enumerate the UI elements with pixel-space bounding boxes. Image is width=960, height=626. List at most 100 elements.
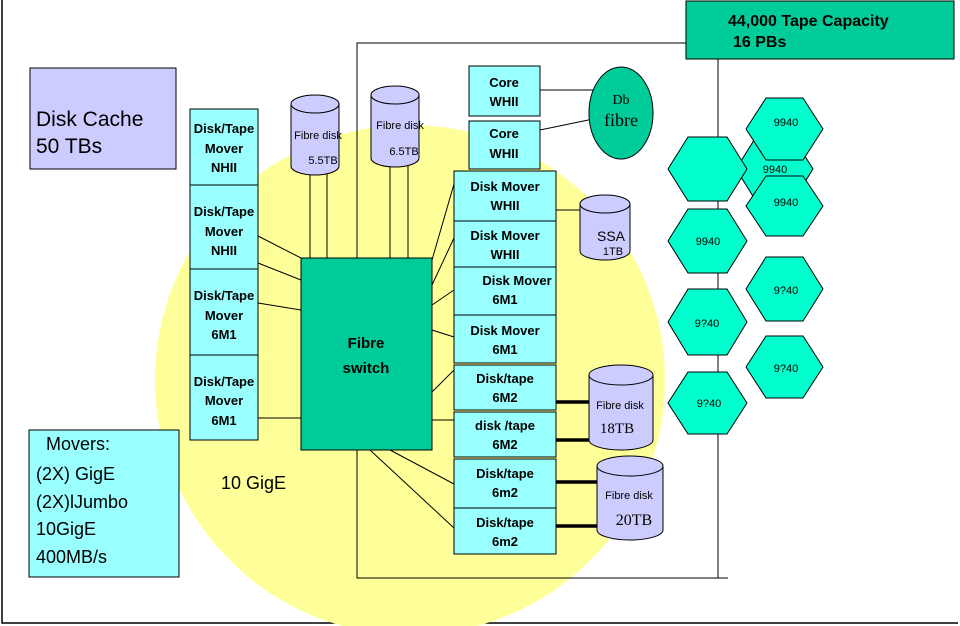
disk-size: 20TB bbox=[616, 512, 652, 529]
database-label1: Db bbox=[612, 93, 629, 108]
tape-library-label: 9?40 bbox=[774, 363, 798, 375]
core-server-1: Core WHII bbox=[468, 65, 541, 117]
tape-library: 9940 bbox=[667, 208, 748, 274]
left-mover-label: Disk/Tape bbox=[194, 121, 254, 136]
disk-cylinder: Fibre disk 20TB bbox=[596, 455, 664, 541]
movers-line: 400MB/s bbox=[36, 547, 107, 567]
right-mover-label: WHII bbox=[491, 247, 520, 262]
right-mover: Disk/tape 6m2 bbox=[453, 507, 557, 555]
tape-capacity-line1: 44,000 Tape Capacity bbox=[728, 13, 889, 30]
disk-size: 18TB bbox=[600, 421, 634, 437]
tape-library-label: 9940 bbox=[763, 164, 787, 176]
right-mover-label: Disk/tape bbox=[476, 515, 534, 530]
fibre-switch-label1: Fibre bbox=[348, 335, 385, 352]
right-mover-label: Disk Mover bbox=[470, 323, 539, 338]
tape-library: 9?40 bbox=[667, 371, 748, 435]
right-mover-label: 6m2 bbox=[492, 485, 518, 500]
tape-library-label: 9940 bbox=[696, 236, 720, 248]
right-mover-label: Disk Mover bbox=[470, 179, 539, 194]
left-mover-4: Disk/Tape Mover 6M1 bbox=[189, 354, 259, 441]
right-mover: Disk/tape 6M2 bbox=[453, 364, 557, 411]
movers-line: (2X)lJumbo bbox=[36, 492, 128, 512]
tape-capacity-box bbox=[685, 0, 955, 60]
right-mover: Disk Mover WHII bbox=[453, 220, 557, 268]
fibre-switch bbox=[300, 257, 433, 451]
left-mover-3: Disk/Tape Mover 6M1 bbox=[189, 268, 259, 356]
tape-library-label: 9940 bbox=[774, 117, 798, 129]
core-label: Core bbox=[489, 75, 519, 90]
tape-library bbox=[667, 136, 748, 202]
left-movers-column: Disk/Tape Mover NHII Disk/Tape Mover NHI… bbox=[189, 108, 259, 441]
tape-library-label: 9?40 bbox=[695, 318, 719, 330]
movers-line: Movers: bbox=[46, 434, 110, 454]
core-label: Core bbox=[489, 126, 519, 141]
disk-name: Fibre disk bbox=[596, 400, 644, 412]
tape-library: 9?40 bbox=[745, 335, 824, 399]
right-mover: disk /tape 6M2 bbox=[453, 411, 557, 458]
core-server-2: Core WHII bbox=[468, 120, 541, 170]
left-mover-label: NHII bbox=[211, 243, 237, 258]
left-mover-1: Disk/Tape Mover NHII bbox=[189, 108, 259, 186]
left-mover-label: Mover bbox=[205, 393, 243, 408]
core-label: WHII bbox=[490, 94, 519, 109]
right-mover-label: 6M1 bbox=[492, 292, 517, 307]
disk-cylinder: Fibre disk 6.5TB bbox=[370, 85, 424, 168]
right-mover-label: disk /tape bbox=[475, 418, 535, 433]
left-mover-label: Mover bbox=[205, 141, 243, 156]
right-mover-label: 6M2 bbox=[492, 437, 517, 452]
right-mover: Disk/tape 6m2 bbox=[453, 458, 557, 509]
tape-libraries: 9940 9940 9940 9940 9?40 9?40 9?40 9?40 bbox=[667, 97, 824, 435]
disk-cache-line2: 50 TBs bbox=[36, 135, 102, 158]
left-mover-label: Disk/Tape bbox=[194, 204, 254, 219]
switch-links bbox=[257, 158, 455, 529]
right-mover-label: Disk Mover bbox=[482, 273, 551, 288]
tape-library-label: 9?40 bbox=[697, 398, 721, 410]
right-mover-label: 6M1 bbox=[492, 342, 517, 357]
tape-library: 9?40 bbox=[745, 256, 824, 322]
tape-library: 9?40 bbox=[667, 288, 748, 356]
right-mover-label: 6M2 bbox=[492, 390, 517, 405]
disk-name: Fibre disk bbox=[376, 120, 424, 132]
right-mover: Disk Mover 6M1 bbox=[453, 314, 557, 364]
disk-name: SSA bbox=[597, 228, 626, 244]
left-mover-label: 6M1 bbox=[211, 413, 236, 428]
tape-library-label: 9940 bbox=[774, 197, 798, 209]
disk-size: 6.5TB bbox=[389, 146, 418, 158]
gige-label: 10 GigE bbox=[221, 473, 286, 493]
movers-line: 10GigE bbox=[36, 519, 96, 539]
left-mover-label: 6M1 bbox=[211, 327, 236, 342]
disk-cylinder: Fibre disk 18TB bbox=[588, 364, 654, 451]
right-mover-label: WHII bbox=[491, 198, 520, 213]
disk-cables bbox=[556, 400, 597, 528]
disk-name: Fibre disk bbox=[294, 130, 342, 142]
disk-cache-line1: Disk Cache bbox=[36, 108, 143, 131]
left-mover-label: Disk/Tape bbox=[194, 288, 254, 303]
tape-capacity-line2: 16 PBs bbox=[733, 34, 786, 51]
right-mover: Disk Mover WHII bbox=[453, 170, 557, 222]
tape-library: 9940 bbox=[745, 97, 824, 161]
right-mover-label: Disk Mover bbox=[470, 228, 539, 243]
movers-line: (2X) GigE bbox=[36, 464, 115, 484]
database-label2: fibre bbox=[604, 110, 638, 130]
core-label: WHII bbox=[490, 146, 519, 161]
disk-size: 1TB bbox=[603, 246, 623, 258]
fibre-switch-label2: switch bbox=[343, 360, 390, 377]
left-mover-label: Disk/Tape bbox=[194, 374, 254, 389]
movers-info-box bbox=[28, 429, 180, 578]
tape-library-label: 9?40 bbox=[774, 285, 798, 297]
disk-name: Fibre disk bbox=[605, 490, 653, 502]
right-mover-label: Disk/tape bbox=[476, 466, 534, 481]
disk-cache-box bbox=[29, 67, 177, 170]
database-node bbox=[588, 66, 654, 160]
right-mover: Disk Mover 6M1 bbox=[453, 266, 557, 316]
left-mover-label: Mover bbox=[205, 224, 243, 239]
movers-info-text: Movers: (2X) GigE (2X)lJumbo 10GigE 400M… bbox=[36, 434, 128, 567]
disk-cylinder: Fibre disk 5.5TB bbox=[290, 94, 342, 176]
right-mover-label: Disk/tape bbox=[476, 371, 534, 386]
tape-library: 9940 bbox=[745, 175, 824, 237]
left-mover-label: Mover bbox=[205, 308, 243, 323]
right-movers-column: Disk Mover WHII Disk Mover WHII Disk Mov… bbox=[453, 170, 557, 555]
right-mover-label: 6m2 bbox=[492, 534, 518, 549]
